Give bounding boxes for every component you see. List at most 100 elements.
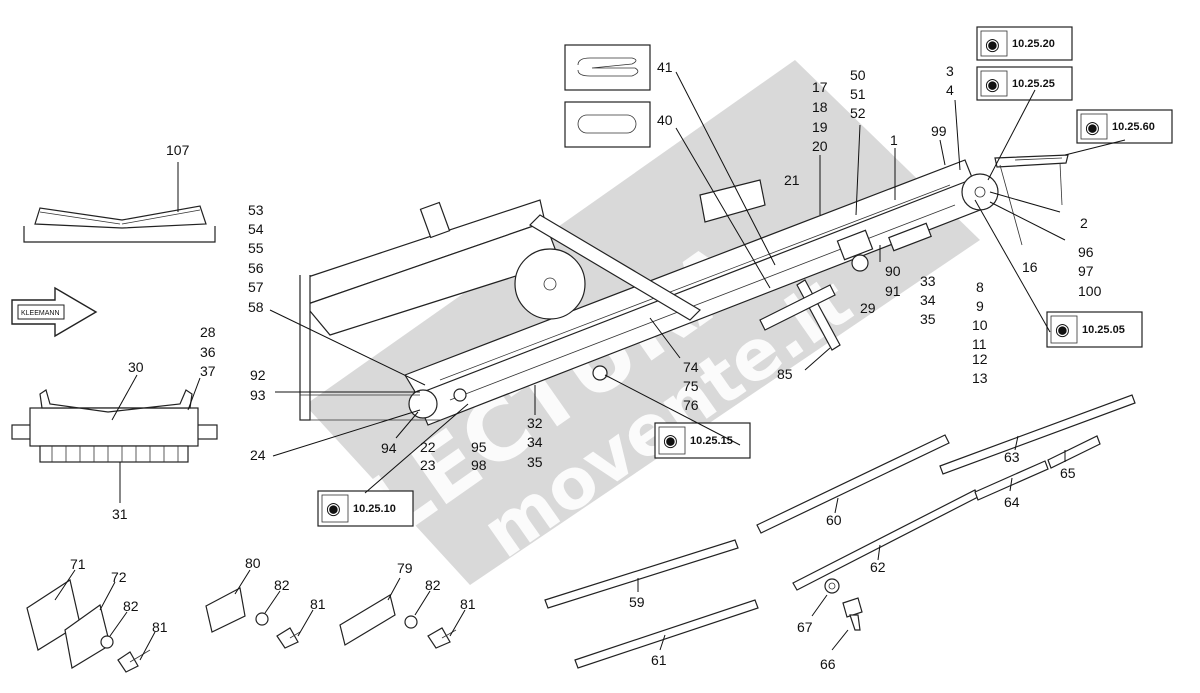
callout: 3 [946, 63, 954, 79]
callout: 20 [812, 138, 828, 154]
callout: 16 [1022, 259, 1038, 275]
callout: 32 [527, 415, 543, 431]
callout: 23 [420, 457, 436, 473]
callout: 24 [250, 447, 266, 463]
callout: 81 [460, 596, 476, 612]
ref-box-10-25-25[interactable]: ◉ 10.25.25 [976, 66, 1073, 101]
callout: 52 [850, 105, 866, 121]
callout: 50 [850, 67, 866, 83]
callout: 37 [200, 363, 216, 379]
callout: 34 [527, 434, 543, 450]
callout: 19 [812, 119, 828, 135]
callout: 60 [826, 512, 842, 528]
ref-box-10-25-05[interactable]: ◉ 10.25.05 [1046, 311, 1143, 348]
brand-arrow-badge: KLEEMANN [11, 286, 98, 338]
callout: 53 [248, 202, 264, 218]
callout: 58 [248, 299, 264, 315]
callout: 90 [885, 263, 901, 279]
pin-insets [564, 44, 651, 148]
callout: 82 [123, 598, 139, 614]
callout: 2 [1080, 215, 1088, 231]
ref-box-10-25-15[interactable]: ◉ 10.25.15 [654, 422, 751, 459]
callout: 62 [870, 559, 886, 575]
callout: 93 [250, 387, 266, 403]
callout: 72 [111, 569, 127, 585]
callout: 34 [920, 292, 936, 308]
reference-boxes[interactable]: ◉ 10.25.20 ◉ 10.25.25 ◉ 10.25.60 ◉ 10.25… [317, 26, 1173, 527]
fasteners [26, 569, 863, 673]
callout: 75 [683, 378, 699, 394]
brand-tag: KLEEMANN [21, 310, 60, 317]
callout: 99 [931, 123, 947, 139]
ref-label: 10.25.20 [1012, 38, 1055, 50]
callout: 22 [420, 439, 436, 455]
callout: 9 [976, 298, 984, 314]
callout: 71 [70, 556, 86, 572]
skirt-strips [544, 394, 1136, 669]
callout: 33 [920, 273, 936, 289]
callout: 61 [651, 652, 667, 668]
callout: 51 [850, 86, 866, 102]
callout: 82 [274, 577, 290, 593]
callout: 36 [200, 344, 216, 360]
callout: 55 [248, 240, 264, 256]
callout: 11 [972, 336, 987, 352]
callout: 96 [1078, 244, 1094, 260]
callout: 85 [777, 366, 793, 382]
callout: 54 [248, 221, 264, 237]
ref-box-10-25-20[interactable]: ◉ 10.25.20 [976, 26, 1073, 61]
callout: 98 [471, 457, 487, 473]
callout: 80 [245, 555, 261, 571]
callout: 100 [1078, 283, 1102, 299]
eye-icon: ◉ [1085, 118, 1100, 137]
callout: 91 [885, 283, 901, 299]
callout: 13 [972, 370, 988, 386]
eye-icon: ◉ [326, 499, 341, 518]
callout: 76 [683, 397, 699, 413]
callout: 35 [527, 454, 543, 470]
callout: 30 [128, 359, 144, 375]
callout: 64 [1004, 494, 1020, 510]
callout: 56 [248, 260, 264, 276]
callout: 59 [629, 594, 645, 610]
callout-labels: 107 28 36 37 30 31 53 54 55 56 57 58 92 … [70, 59, 1102, 672]
callout: 4 [946, 82, 954, 98]
callout: 94 [381, 440, 397, 456]
callout: 29 [860, 300, 876, 316]
ref-label: 10.25.05 [1082, 324, 1125, 336]
callout: 92 [250, 367, 266, 383]
idler-front-view [11, 374, 218, 503]
leader-lines [269, 71, 1126, 494]
eye-icon: ◉ [985, 75, 1000, 94]
callout: 63 [1004, 449, 1020, 465]
callout: 81 [152, 619, 168, 635]
ref-box-10-25-60[interactable]: ◉ 10.25.60 [1076, 109, 1173, 144]
ref-label: 10.25.15 [690, 435, 733, 447]
ref-box-10-25-10[interactable]: ◉ 10.25.10 [317, 490, 414, 527]
callout: 40 [657, 112, 673, 128]
callout: 17 [812, 79, 828, 95]
callout: 10 [972, 317, 988, 333]
ref-label: 10.25.25 [1012, 78, 1055, 90]
callout: 8 [976, 279, 984, 295]
callout: 1 [890, 132, 898, 148]
callout: 81 [310, 596, 326, 612]
callout: 95 [471, 439, 487, 455]
eye-icon: ◉ [985, 35, 1000, 54]
callout: 35 [920, 311, 936, 327]
ref-label: 10.25.10 [353, 503, 396, 515]
callout: 82 [425, 577, 441, 593]
callout: 67 [797, 619, 813, 635]
callout: 57 [248, 279, 264, 295]
eye-icon: ◉ [663, 431, 678, 450]
callout: 66 [820, 656, 836, 672]
callout: 12 [972, 351, 988, 367]
callout: 28 [200, 324, 216, 340]
callout: 97 [1078, 263, 1094, 279]
ref-label: 10.25.60 [1112, 121, 1155, 133]
eye-icon: ◉ [1055, 320, 1070, 339]
callout: 41 [657, 59, 673, 75]
callout: 79 [397, 560, 413, 576]
callout: 107 [166, 142, 190, 158]
